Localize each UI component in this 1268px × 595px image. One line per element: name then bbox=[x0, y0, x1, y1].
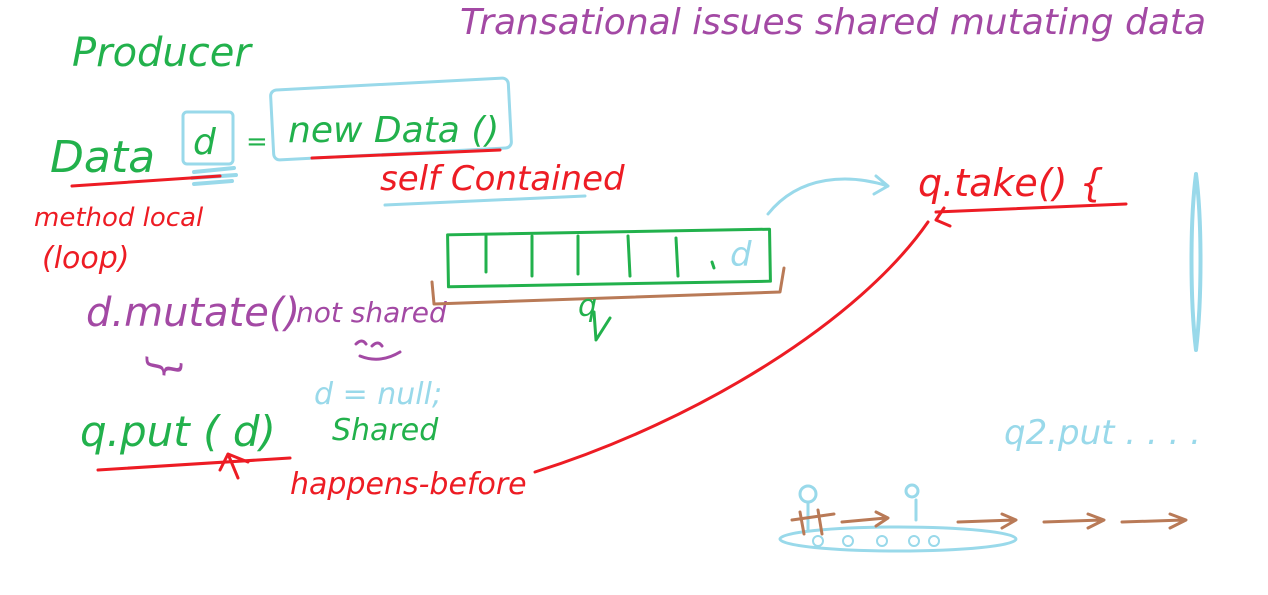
queue-label-tail bbox=[592, 310, 612, 342]
queue-bracket bbox=[430, 266, 786, 306]
data-type-text: Data bbox=[50, 132, 155, 183]
queue-item-d: d bbox=[730, 235, 752, 275]
self-contained-label: self Contained bbox=[380, 159, 625, 199]
method-local-label: method local bbox=[34, 203, 204, 233]
put-call-text: q.put ( d) bbox=[80, 407, 276, 456]
worker-cart bbox=[790, 508, 836, 536]
new-data-underline bbox=[310, 148, 502, 160]
producer-label: Producer bbox=[72, 30, 253, 76]
smiley-doodle bbox=[354, 339, 402, 361]
loop-label: (loop) bbox=[42, 241, 130, 276]
worker-head-1 bbox=[798, 484, 818, 504]
pool-item-4 bbox=[908, 535, 920, 547]
queue-cell-dividers bbox=[484, 234, 716, 278]
pool-item-3 bbox=[876, 535, 888, 547]
flow-arrow-3 bbox=[1042, 512, 1106, 530]
happens-before-arrow-head bbox=[218, 452, 250, 480]
take-call-text: q.take() { bbox=[918, 161, 1104, 205]
take-underline bbox=[934, 202, 1128, 214]
title-text: Transational issues shared mutating data bbox=[460, 2, 1206, 43]
take-arrow-head bbox=[934, 206, 952, 228]
happens-before-label: happens-before bbox=[290, 467, 527, 502]
queue-box bbox=[446, 227, 772, 289]
pipeline-pool bbox=[778, 525, 1018, 553]
new-data-text: new Data () bbox=[288, 110, 499, 151]
flow-arrow-2 bbox=[956, 512, 1018, 530]
self-contained-underline bbox=[383, 194, 587, 207]
brace-mark: } bbox=[142, 356, 188, 381]
declaration-underline bbox=[70, 174, 222, 188]
not-shared-label: not shared bbox=[296, 296, 447, 329]
mutate-call-text: d.mutate() bbox=[86, 290, 300, 336]
pool-item-5 bbox=[928, 535, 940, 547]
q2-put-text: q2.put . . . . bbox=[1004, 413, 1201, 453]
pool-item-1 bbox=[812, 535, 824, 547]
flow-arrow-1 bbox=[840, 510, 890, 528]
assign-equals: = bbox=[246, 127, 268, 157]
flow-arrow-4 bbox=[1120, 512, 1188, 530]
d-null-text: d = null; bbox=[314, 377, 442, 412]
consumer-scope-line bbox=[1189, 172, 1203, 352]
put-underline bbox=[96, 456, 292, 472]
happens-before-curve bbox=[533, 220, 930, 474]
pool-item-2 bbox=[842, 535, 854, 547]
queue-label: q bbox=[578, 289, 597, 324]
variable-d-box bbox=[181, 110, 235, 166]
dequeue-arrow bbox=[766, 174, 890, 216]
shared-label: Shared bbox=[332, 413, 439, 448]
variable-d-text: d bbox=[193, 122, 217, 163]
worker-bodies bbox=[806, 498, 918, 532]
worker-head-2 bbox=[904, 483, 920, 499]
